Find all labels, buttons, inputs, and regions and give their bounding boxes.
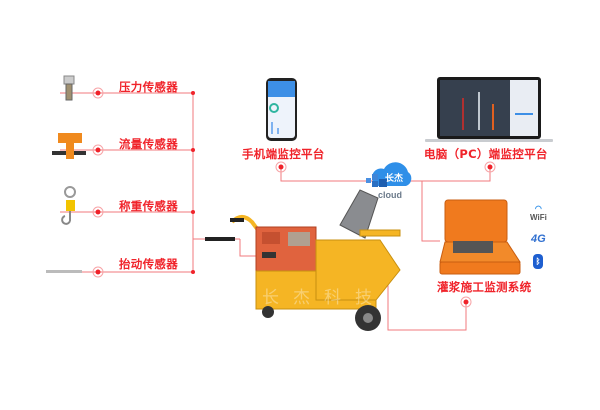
monitor-system-label: 灌浆施工监测系统: [437, 280, 532, 294]
mobile-platform-label: 手机端监控平台: [242, 147, 325, 161]
lift-sensor-icon: [46, 270, 82, 273]
weighing-sensor-icon: [61, 186, 76, 225]
laptop-icon: [425, 77, 553, 142]
flow-sensor-icon: [52, 133, 86, 159]
sensor-label: 抬动传感器: [119, 257, 178, 271]
pc-platform-label: 电脑（PC）端监控平台: [424, 147, 548, 161]
cloud-logo: [366, 162, 412, 187]
sensor-label: 压力传感器: [119, 80, 178, 94]
sensor-label: 流量传感器: [119, 137, 178, 151]
grouting-machine: [205, 189, 401, 331]
pressure-sensor-icon: [63, 75, 75, 101]
cloud-word: cloud: [378, 190, 402, 200]
grouting-monitor-case: [439, 199, 521, 275]
phone-icon: [266, 78, 297, 141]
cloud-brand: 长杰: [385, 174, 404, 184]
sensor-label: 称重传感器: [119, 199, 178, 213]
wifi-icon: ◠WiFi: [530, 204, 547, 222]
4g-icon: 4G: [531, 233, 546, 245]
watermark: 长杰科技: [262, 288, 386, 308]
bluetooth-icon: ᛒ: [533, 254, 543, 269]
